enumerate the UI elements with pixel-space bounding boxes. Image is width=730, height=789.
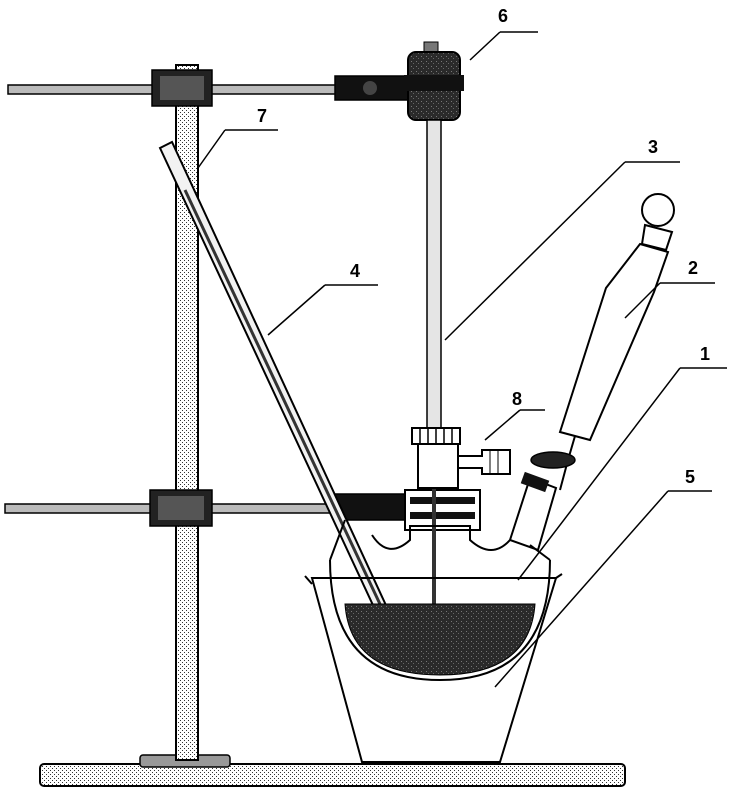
water-bath	[304, 573, 563, 763]
label-5: 5	[685, 467, 695, 487]
stand-rod	[175, 64, 199, 761]
label-6: 6	[498, 6, 508, 26]
label-4: 4	[350, 261, 360, 281]
label-7: 7	[257, 106, 267, 126]
stand-base-plate	[39, 754, 626, 787]
top-clamp-rod	[7, 69, 429, 107]
stirrer-motor-coupling	[404, 41, 464, 121]
label-1: 1	[700, 344, 710, 364]
label-2: 2	[688, 258, 698, 278]
reaction-flask	[329, 519, 551, 682]
label-8: 8	[512, 389, 522, 409]
dropping-funnel	[508, 193, 675, 552]
label-3: 3	[648, 137, 658, 157]
leader-lines	[197, 31, 727, 688]
stirrer-seal-inlet	[411, 427, 511, 489]
bottom-clamp-rod	[4, 489, 481, 531]
